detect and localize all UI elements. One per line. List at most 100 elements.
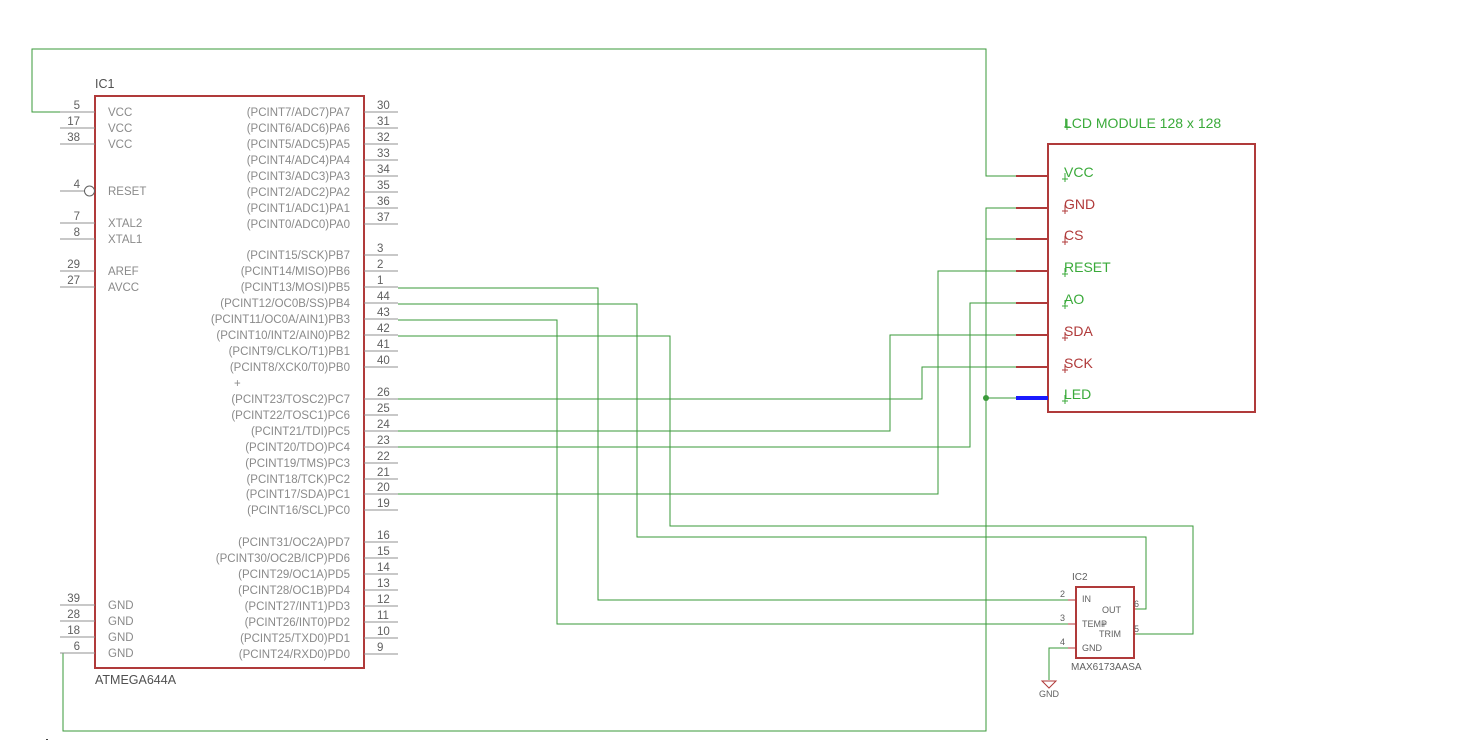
lcd-pin-label: VCC — [1064, 164, 1094, 180]
ic1-pin-label: (PCINT5/ADC5)PA5 — [247, 139, 350, 151]
inversion-bubble-icon — [84, 185, 95, 197]
ic1-pin-label: (PCINT20/TDO)PC4 — [245, 442, 350, 454]
ic1-pin-label: (PCINT18/TCK)PC2 — [246, 474, 350, 486]
ic2-pin-num: 2 — [1060, 589, 1065, 599]
ic1-pin-number: 2 — [377, 259, 383, 271]
lcd-pin-origin-cross — [1062, 364, 1068, 373]
ic1-body — [94, 95, 365, 669]
lcd-module[interactable]: LCD MODULE 128 x 128 VCCGNDCSRESETAOSDAS… — [1016, 115, 1256, 413]
ic1-pin-number: 22 — [377, 451, 390, 463]
ic1-pin-number: 38 — [67, 132, 80, 144]
ic2-pin-num: 6 — [1134, 599, 1139, 609]
ic1-pin-number: 24 — [377, 419, 390, 431]
ic1-part[interactable]: IC1 ATMEGA644A 5VCC17VCC38VCC4RESET7XTAL… — [60, 77, 398, 687]
ic2-origin-cross: + — [1101, 620, 1107, 631]
ic1-pin-number: 36 — [377, 196, 390, 208]
ic1-pin-number: 27 — [67, 275, 80, 287]
ic1-pin-number: 37 — [377, 212, 390, 224]
ground-triangle — [1040, 680, 1058, 689]
lcd-pin-origin-cross — [1062, 395, 1068, 404]
ic1-pin-number: 25 — [377, 403, 390, 415]
ic2-part[interactable]: IC2 MAX6173AASA 2 3 4 6 5 IN TEMP GND OU… — [1060, 572, 1142, 673]
ic1-pin-number: 4 — [74, 179, 81, 191]
ic1-pin-number: 32 — [377, 132, 390, 144]
ic1-pin-label: (PCINT0/ADC0)PA0 — [247, 219, 350, 231]
ic1-pin-number: 9 — [377, 642, 383, 654]
ic1-pin-number: 44 — [377, 291, 390, 303]
ic1-pin-label: (PCINT6/ADC6)PA6 — [247, 123, 350, 135]
ic1-pin-label: (PCINT17/SDA)PC1 — [246, 489, 350, 501]
lcd-pin-label: AO — [1064, 291, 1084, 307]
lcd-pin-origin-cross — [1062, 300, 1068, 309]
ic1-pin-label: VCC — [108, 123, 132, 135]
wire-pb3-ic2-temp — [398, 319, 1068, 625]
ic1-pin-label: (PCINT24/RXD0)PD0 — [239, 649, 350, 661]
ic1-pin-label: (PCINT30/OC2B/ICP)PD6 — [216, 553, 350, 565]
ic1-pin-label: (PCINT1/ADC1)PA1 — [247, 203, 350, 215]
wire-pc5-sda — [398, 334, 1016, 432]
ic1-pin-label: (PCINT26/INT0)PD2 — [245, 617, 350, 629]
wire-pb5-ic2-in — [398, 287, 1068, 601]
ic1-pin-label: AVCC — [108, 282, 139, 294]
ic1-pin-number: 39 — [67, 593, 80, 605]
ic1-pin-label: (PCINT12/OC0B/SS)PB4 — [220, 298, 350, 310]
lcd-pin-label: CS — [1064, 227, 1083, 243]
wire-pc4-ao — [398, 302, 1016, 448]
ic1-pin-label: (PCINT31/OC2A)PD7 — [238, 537, 350, 549]
ic1-pin-label: XTAL1 — [108, 234, 142, 246]
ic2-pin-label: TRIM — [1099, 629, 1121, 639]
ic1-pin-label: GND — [108, 616, 134, 628]
ic1-pin-label: (PCINT10/INT2/AIN0)PB2 — [216, 330, 350, 342]
ic1-pin-number: 19 — [377, 498, 390, 510]
ic1-pin-label: (PCINT15/SCK)PB7 — [246, 250, 350, 262]
ic1-pin-label: (PCINT9/CLKO/T1)PB1 — [229, 346, 350, 358]
ic1-pin-label: GND — [108, 600, 134, 612]
wires — [31, 48, 1194, 732]
ic1-pin-number: 28 — [67, 609, 80, 621]
ic2-name: IC2 — [1072, 572, 1088, 583]
ic1-pin-label: VCC — [108, 139, 132, 151]
lcd-pin-origin-cross — [1062, 205, 1068, 214]
ic1-pin-label: (PCINT8/XCK0/T0)PB0 — [230, 362, 350, 374]
ic1-pin-label: RESET — [108, 186, 146, 198]
ic1-pin-number: 21 — [377, 467, 390, 479]
lcd-pin-label: RESET — [1064, 259, 1111, 275]
ic1-pin-label: (PCINT22/TOSC1)PC6 — [231, 410, 350, 422]
ic1-pin-number: 1 — [377, 275, 383, 287]
ic1-pin-label: XTAL2 — [108, 218, 142, 230]
ic1-pin-number: 13 — [377, 578, 390, 590]
ic1-pin-number: 5 — [74, 100, 80, 112]
lcd-pin-label: GND — [1064, 196, 1095, 212]
ic1-pin-label: (PCINT7/ADC7)PA7 — [247, 107, 350, 119]
ic1-pin-number: 34 — [377, 164, 390, 176]
lcd-pin-origin-cross — [1062, 236, 1068, 245]
ic1-pin-label: (PCINT29/OC1A)PD5 — [238, 569, 350, 581]
ic1-pin-label: GND — [108, 632, 134, 644]
ic1-pin-label: (PCINT3/ADC3)PA3 — [247, 171, 350, 183]
ic2-pin-label: TEMP — [1082, 619, 1107, 629]
wire-ic2-gnd — [1048, 647, 1068, 680]
ic1-pin-label: (PCINT13/MOSI)PB5 — [241, 282, 350, 294]
ic1-pin-label: GND — [108, 648, 134, 660]
origin-cross: + — [234, 378, 241, 390]
lcd-title-origin-cross — [1064, 119, 1070, 130]
stray-mark — [46, 739, 48, 740]
ic1-pin-label: (PCINT28/OC1B)PD4 — [238, 585, 350, 597]
ic2-pin-num: 4 — [1060, 637, 1065, 647]
wire-pc7-sck — [398, 366, 1016, 400]
ic1-pin-number: 33 — [377, 148, 390, 160]
ic1-pin-number: 15 — [377, 546, 390, 558]
wire-vcc — [31, 48, 1016, 177]
ic1-pin-number: 11 — [377, 610, 389, 622]
ic1-pin-number: 35 — [377, 180, 390, 192]
junction-dot — [983, 395, 989, 401]
ic1-pin-number: 10 — [377, 626, 390, 638]
ic2-pin-num: 3 — [1060, 613, 1065, 623]
ic1-pin-number: 14 — [377, 562, 390, 574]
ic1-pin-number: 42 — [377, 323, 390, 335]
lcd-pin-label: LED — [1064, 386, 1091, 402]
ground-symbol[interactable]: GND — [1039, 680, 1060, 699]
lcd-pin-origin-cross — [1062, 173, 1068, 182]
ic1-right-pins: 30(PCINT7/ADC7)PA731(PCINT6/ADC6)PA632(P… — [211, 100, 398, 661]
